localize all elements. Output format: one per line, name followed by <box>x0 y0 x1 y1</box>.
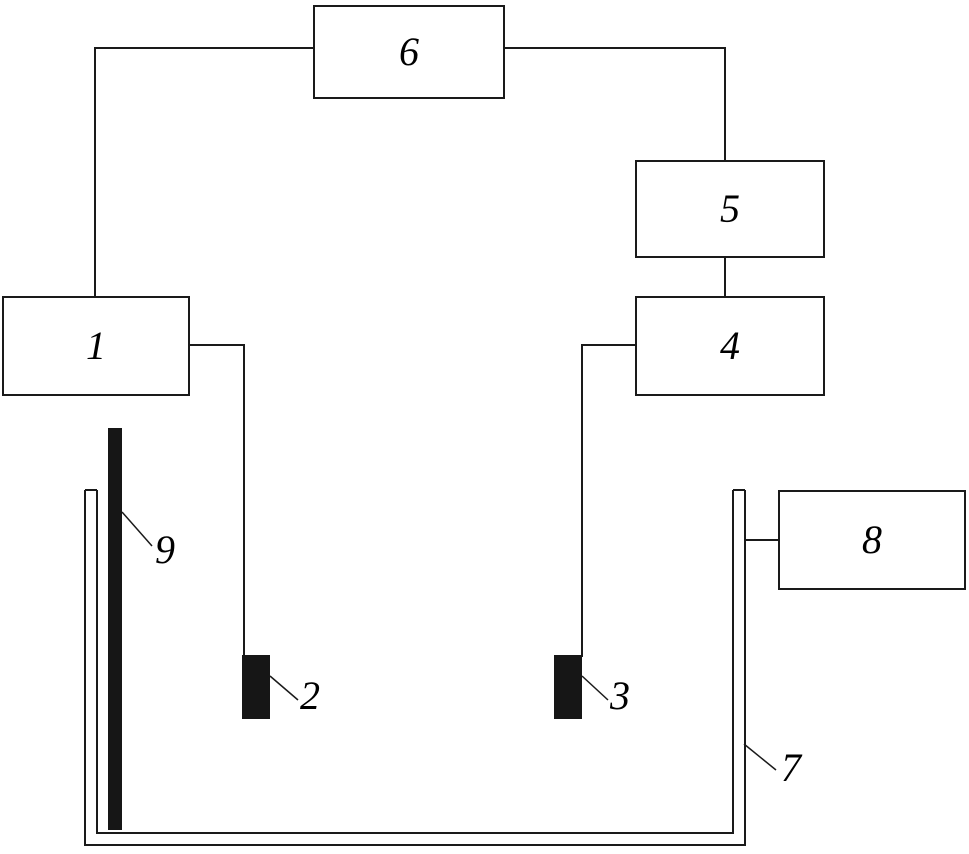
component-label-5: 5 <box>720 186 740 231</box>
wire-box1-to-box6 <box>94 47 313 296</box>
wire-box1-to-electrode2 <box>190 344 245 657</box>
vessel-outer-wall <box>84 490 746 846</box>
component-label-1: 1 <box>86 323 106 368</box>
leader-line-7 <box>743 743 777 771</box>
annotation-label-3: 3 <box>610 673 630 718</box>
electrode-3-body <box>554 655 582 719</box>
wire-box6-to-box5 <box>505 47 726 160</box>
plate-9-body <box>108 428 122 830</box>
annotation-label-2: 2 <box>300 673 320 718</box>
annotation-label-9: 9 <box>155 527 175 572</box>
component-label-8: 8 <box>862 517 882 562</box>
leader-line-9 <box>121 511 153 547</box>
vessel-inner-wall <box>96 490 734 834</box>
component-label-4: 4 <box>720 323 740 368</box>
wire-box4-to-electrode3 <box>581 344 635 657</box>
electrode-2-body <box>242 655 270 719</box>
component-box-4: 4 <box>635 296 825 396</box>
component-box-5: 5 <box>635 160 825 258</box>
component-box-1: 1 <box>2 296 190 396</box>
component-box-6: 6 <box>313 5 505 99</box>
leader-line-2 <box>269 675 299 701</box>
component-box-8: 8 <box>778 490 966 590</box>
leader-line-3 <box>581 675 609 701</box>
component-label-6: 6 <box>399 29 419 74</box>
annotation-label-7: 7 <box>781 745 801 790</box>
